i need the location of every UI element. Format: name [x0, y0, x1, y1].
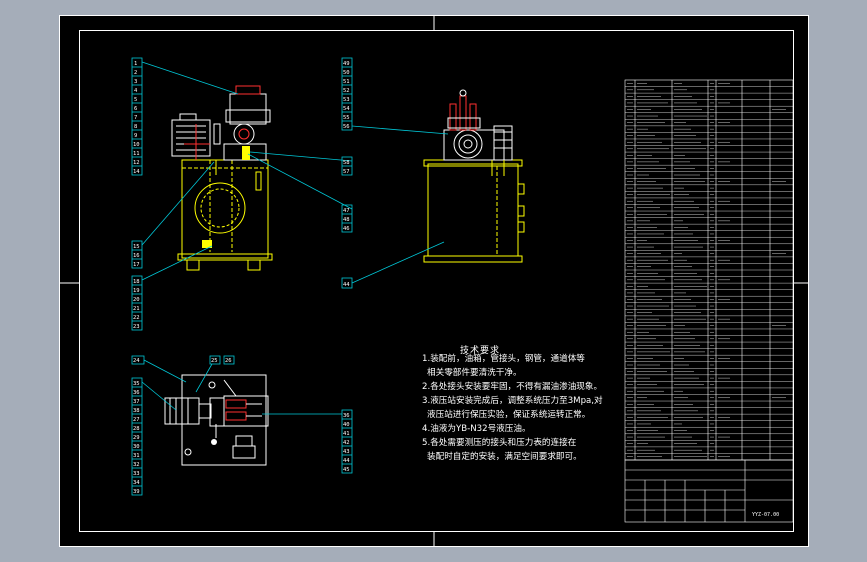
svg-text:44: 44: [343, 458, 350, 464]
svg-text:42: 42: [343, 440, 350, 446]
svg-text:23: 23: [133, 324, 140, 330]
svg-text:29: 29: [133, 435, 140, 441]
tech-requirement-line-2: 相关零部件要清洗干净。: [427, 368, 522, 378]
svg-text:31: 31: [133, 453, 140, 459]
svg-text:1: 1: [134, 61, 137, 67]
side-view: [423, 89, 525, 263]
title-block: [624, 459, 794, 523]
svg-text:56: 56: [343, 124, 350, 130]
svg-text:24: 24: [133, 358, 140, 364]
svg-text:30: 30: [133, 444, 140, 450]
tech-requirement-line-7: 5.各处需要测压的接头和压力表的连接在: [422, 438, 577, 448]
svg-text:36: 36: [133, 390, 140, 396]
svg-text:16: 16: [133, 253, 140, 259]
svg-text:5: 5: [134, 97, 137, 103]
svg-text:26: 26: [225, 358, 232, 364]
svg-text:40: 40: [343, 422, 350, 428]
svg-text:53: 53: [343, 97, 350, 103]
callout-column-lower: [131, 377, 143, 496]
svg-text:39: 39: [133, 489, 140, 495]
callout-column-mid: [131, 240, 143, 331]
svg-text:55: 55: [343, 115, 350, 121]
svg-text:52: 52: [343, 88, 350, 94]
svg-text:2: 2: [134, 70, 137, 76]
svg-text:46: 46: [343, 226, 350, 232]
svg-text:48: 48: [343, 217, 350, 223]
svg-text:27: 27: [133, 417, 140, 423]
drawing-sheet: [59, 15, 809, 547]
svg-text:8: 8: [134, 124, 137, 130]
svg-text:7: 7: [134, 115, 137, 121]
tech-requirements-title: 技术要求: [460, 346, 501, 356]
svg-text:6: 6: [134, 106, 137, 112]
svg-text:17: 17: [133, 262, 140, 268]
tech-requirement-line-4: 3.液压站安装完成后，调整系统压力至3Mpa,对: [422, 396, 603, 406]
svg-text:3: 3: [134, 79, 137, 85]
svg-text:44: 44: [343, 282, 350, 288]
callout-column-upper: [131, 57, 143, 176]
tech-requirement-line-3: 2.各处接头安装要牢固，不得有漏油渗油现象。: [422, 382, 603, 392]
sheet-inner-border: [79, 30, 794, 532]
svg-text:33: 33: [133, 471, 140, 477]
svg-text:21: 21: [133, 306, 140, 312]
svg-text:43: 43: [343, 449, 350, 455]
svg-text:34: 34: [133, 480, 140, 486]
svg-text:51: 51: [343, 79, 350, 85]
svg-text:15: 15: [133, 244, 140, 250]
svg-text:54: 54: [343, 106, 350, 112]
svg-text:28: 28: [133, 426, 140, 432]
svg-text:12: 12: [133, 160, 140, 166]
leader-lines: [141, 61, 449, 415]
svg-text:32: 32: [133, 462, 140, 468]
callout-top-small: [131, 355, 235, 365]
svg-text:49: 49: [343, 61, 350, 67]
svg-text:36: 36: [343, 413, 350, 419]
svg-text:25: 25: [211, 358, 218, 364]
bom-entries: [627, 83, 786, 457]
svg-text:14: 14: [133, 169, 140, 175]
drawing-number: YYZ-07.00: [752, 512, 779, 518]
svg-text:58: 58: [343, 160, 350, 166]
svg-text:4: 4: [134, 88, 138, 94]
svg-text:22: 22: [133, 315, 140, 321]
front-view: [171, 85, 273, 271]
svg-text:18: 18: [133, 279, 140, 285]
svg-text:38: 38: [133, 408, 140, 414]
svg-text:20: 20: [133, 297, 140, 303]
svg-text:50: 50: [343, 70, 350, 76]
top-view: [164, 374, 269, 466]
svg-text:10: 10: [133, 142, 140, 148]
svg-text:19: 19: [133, 288, 140, 294]
tech-requirement-line-1: 1.装配前，油箱，管接头，钢管，通道体等: [422, 354, 585, 364]
svg-text:11: 11: [133, 151, 140, 157]
sheet-outer-border: [59, 15, 809, 547]
svg-text:37: 37: [133, 399, 140, 405]
svg-text:57: 57: [343, 169, 350, 175]
svg-text:35: 35: [133, 381, 140, 387]
svg-text:47: 47: [343, 208, 350, 214]
bom-rows: [625, 86, 793, 454]
callout-column-side: [341, 57, 353, 474]
tech-requirement-line-8: 装配时自定的安装，满足空间要求即可。: [427, 452, 582, 462]
tech-requirement-line-5: 液压站进行保压实验，保证系统运转正常。: [427, 410, 591, 420]
tech-requirement-line-6: 4.油液为YB-N32号液压油。: [422, 424, 531, 434]
svg-text:45: 45: [343, 467, 350, 473]
svg-text:41: 41: [343, 431, 350, 437]
svg-text:9: 9: [134, 133, 137, 139]
